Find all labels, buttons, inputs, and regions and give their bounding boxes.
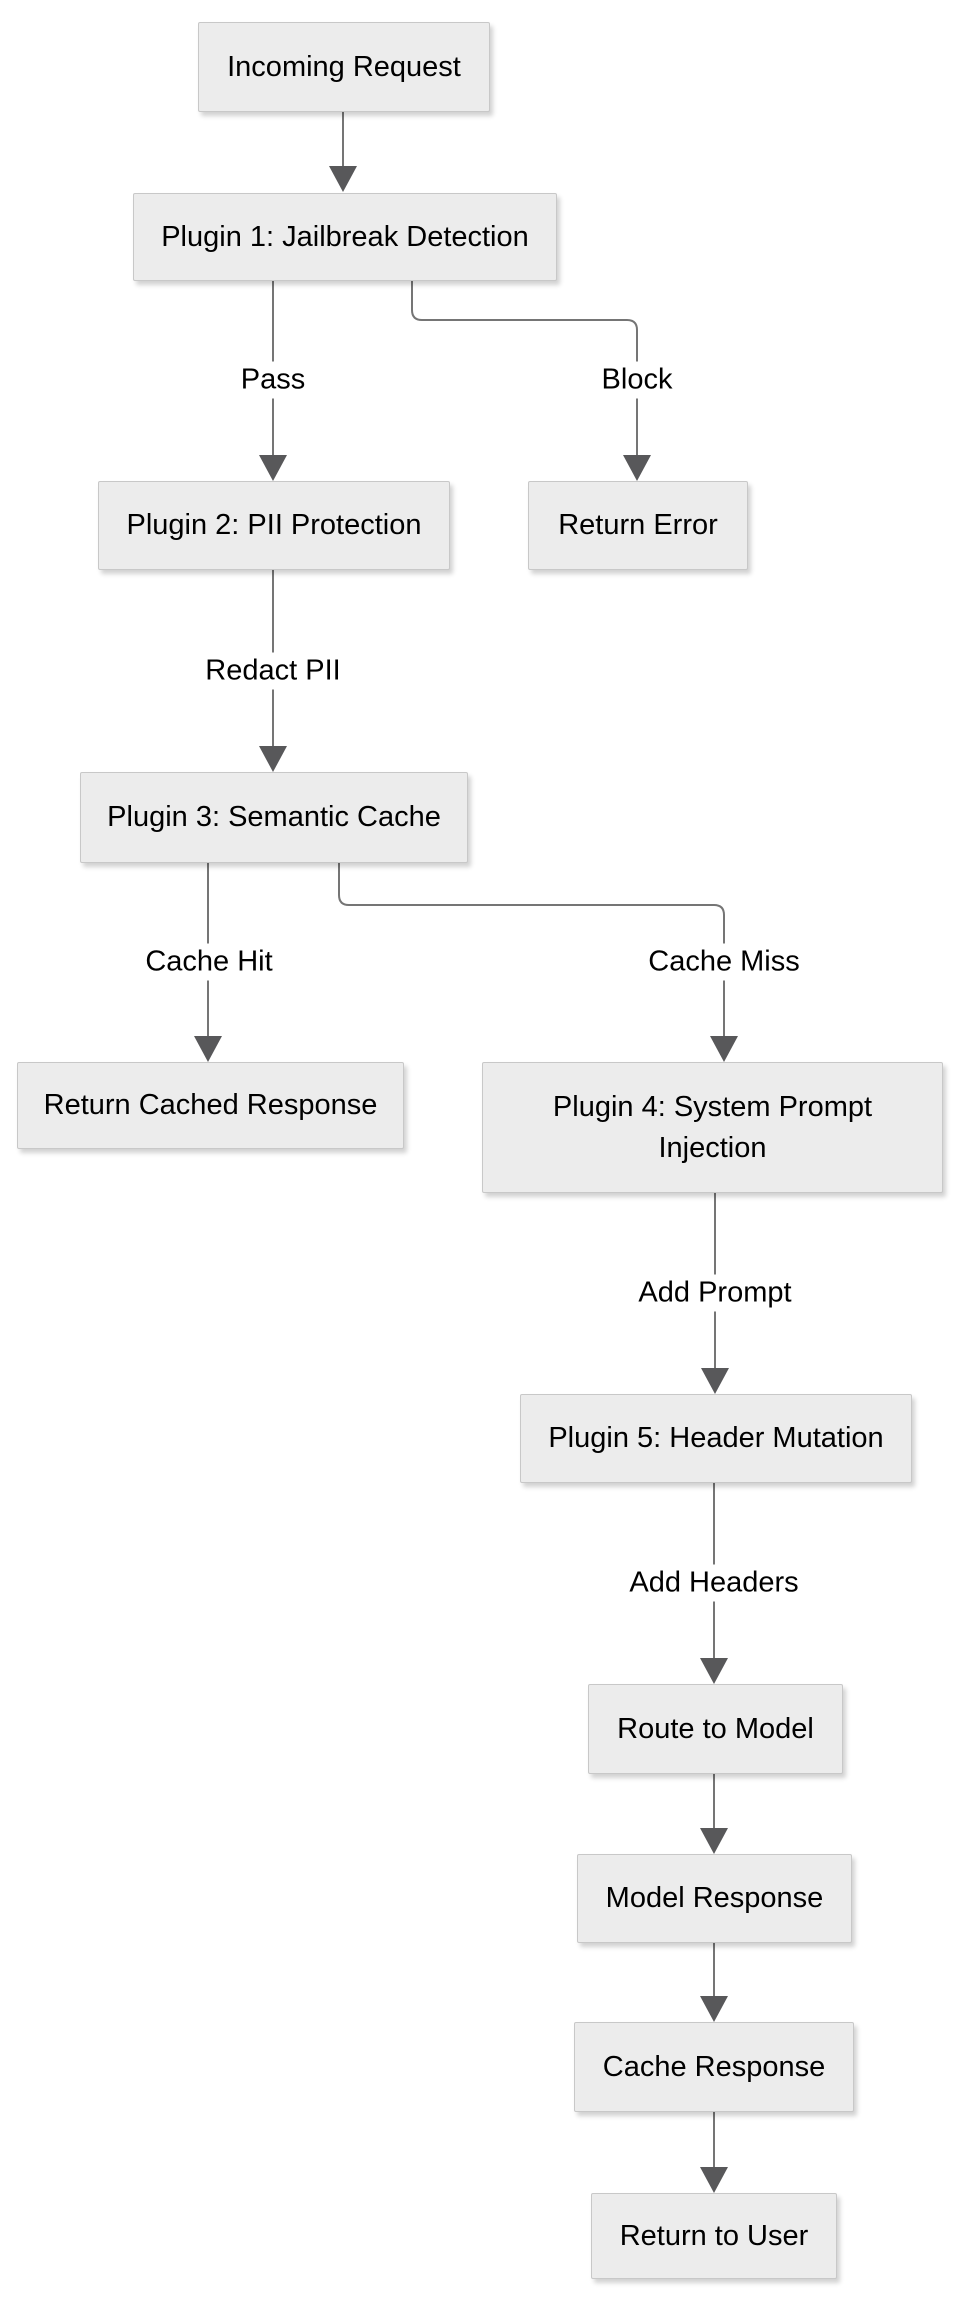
node-label: Return Error (558, 509, 718, 542)
edge-label-add-headers: Add Headers (623, 1564, 805, 1602)
node-label: Cache Response (602, 2050, 826, 2083)
edge-model-to-cache-response (700, 1943, 728, 2022)
edge-label-cache-hit: Cache Hit (139, 943, 279, 981)
node-route-to-model: Route to Model (588, 1684, 843, 1774)
node-plugin-1-jailbreak-detection: Plugin 1: Jailbreak Detection (133, 193, 557, 281)
edge-cache-response-to-return-user (700, 2112, 728, 2193)
node-cache-response: Cache Response (574, 2022, 854, 2112)
node-plugin-2-pii-protection: Plugin 2: PII Protection (98, 481, 450, 570)
node-label: Plugin 4: System Prompt Injection (552, 1090, 873, 1164)
edge-label-block: Block (595, 361, 679, 399)
node-return-to-user: Return to User (591, 2193, 837, 2279)
node-plugin-4-system-prompt-injection: Plugin 4: System Prompt Injection (482, 1062, 943, 1193)
node-label: Model Response (605, 1882, 824, 1915)
edge-label-add-prompt: Add Prompt (632, 1274, 798, 1312)
node-label: Return Cached Response (43, 1089, 378, 1122)
node-incoming-request: Incoming Request (198, 22, 490, 112)
edge-label-redact-pii: Redact PII (199, 652, 347, 690)
node-label: Plugin 2: PII Protection (126, 509, 422, 542)
node-return-cached-response: Return Cached Response (17, 1062, 404, 1149)
node-plugin-5-header-mutation: Plugin 5: Header Mutation (520, 1394, 912, 1483)
edge-plugin1-block-to-return-error (411, 281, 651, 481)
node-label: Incoming Request (227, 50, 461, 83)
node-model-response: Model Response (577, 1854, 852, 1943)
node-label: Route to Model (617, 1712, 814, 1745)
edge-label-pass: Pass (234, 361, 312, 399)
node-return-error: Return Error (528, 481, 748, 570)
edge-route-to-model-response (700, 1774, 728, 1854)
edge-plugin3-cachemiss-to-plugin4 (338, 863, 738, 1062)
node-label: Plugin 1: Jailbreak Detection (161, 220, 529, 253)
node-plugin-3-semantic-cache: Plugin 3: Semantic Cache (80, 772, 468, 863)
edge-incoming-to-plugin1 (329, 112, 357, 192)
edge-label-cache-miss: Cache Miss (642, 943, 806, 981)
node-label: Plugin 5: Header Mutation (548, 1422, 884, 1455)
node-label: Plugin 3: Semantic Cache (107, 801, 441, 834)
node-label: Return to User (619, 2219, 809, 2252)
